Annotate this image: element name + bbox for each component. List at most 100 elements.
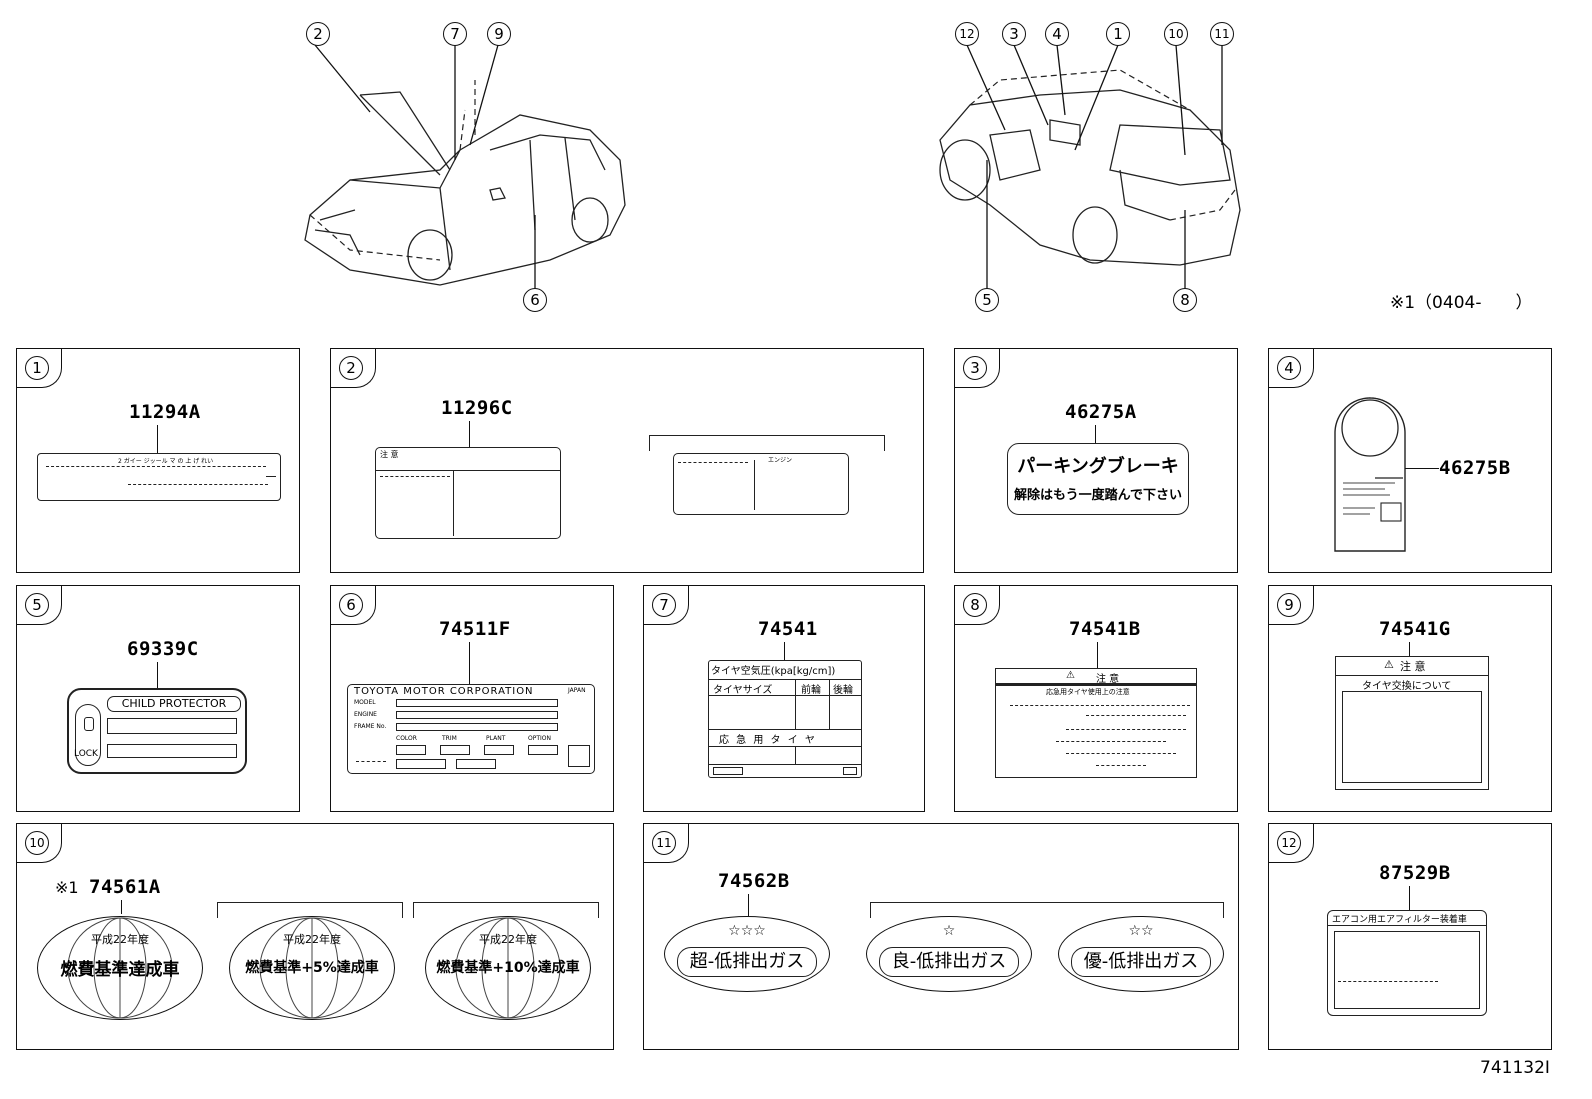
variant-bracket bbox=[217, 902, 403, 918]
label-line-2: 解除はもう一度踏んで下さい bbox=[1014, 488, 1182, 503]
label-74511f: TOYOTA MOTOR CORPORATION JAPAN MODEL ENG… bbox=[347, 684, 595, 774]
leader-line bbox=[1409, 642, 1411, 656]
label-dash bbox=[1096, 765, 1146, 766]
callout-10: 10 bbox=[1164, 22, 1188, 46]
badge-stars: ☆☆ bbox=[1128, 923, 1154, 939]
car-front-drawing bbox=[304, 44, 626, 290]
part-number: 74561A bbox=[89, 876, 161, 898]
panel-number: 4 bbox=[1277, 356, 1301, 380]
badge-stars: ☆☆☆ bbox=[728, 923, 766, 939]
part-number: 74541G bbox=[1379, 618, 1451, 640]
label-dash bbox=[46, 466, 266, 467]
panel-number: 7 bbox=[652, 593, 676, 617]
fuel-economy-badge-1: 平成22年度 燃費基準達成車 bbox=[37, 916, 203, 1020]
label-line bbox=[829, 679, 830, 729]
label-line-1: パーキングブレーキ bbox=[1017, 456, 1179, 477]
field-trim: TRIM bbox=[442, 735, 457, 742]
engine-tag: エンジン bbox=[768, 457, 793, 464]
panel-number: 1 bbox=[25, 356, 49, 380]
part-number: 46275B bbox=[1439, 457, 1511, 479]
leader-line bbox=[784, 642, 786, 660]
callout-11: 11 bbox=[1210, 22, 1234, 46]
applicability-mark: ※1 bbox=[55, 878, 79, 897]
text-area bbox=[1342, 691, 1482, 783]
badge-text: 良-低排出ガス bbox=[879, 947, 1019, 977]
label-dash bbox=[678, 462, 748, 463]
panel-12: 12 87529B エアコン用エアフィルター装着車 bbox=[1268, 823, 1552, 1050]
front-header: 前輪 bbox=[801, 685, 821, 696]
leader-line bbox=[1409, 886, 1411, 910]
callout-8: 8 bbox=[1173, 288, 1197, 312]
label-dash bbox=[1056, 741, 1166, 742]
label-dash bbox=[1066, 753, 1176, 754]
badge-text: 燃費基準+10%達成車 bbox=[436, 960, 580, 976]
car-rear-illustration: 12 3 4 1 10 11 5 8 bbox=[930, 20, 1260, 320]
callout-4: 4 bbox=[1045, 22, 1069, 46]
part-number: 46275A bbox=[1065, 401, 1137, 423]
label-line bbox=[1336, 675, 1488, 676]
panel-tab: 7 bbox=[643, 585, 689, 625]
label-line bbox=[795, 679, 796, 729]
label-dash bbox=[380, 476, 450, 477]
warning-icon: ⚠ bbox=[1066, 670, 1075, 681]
label-box bbox=[107, 744, 237, 758]
badge-text: 超-低排出ガス bbox=[677, 947, 817, 977]
callout-9: 9 bbox=[487, 22, 511, 46]
emission-badge-1: ☆☆☆ 超-低排出ガス bbox=[664, 916, 830, 992]
label-line bbox=[709, 695, 861, 696]
field-box bbox=[568, 745, 590, 767]
tire-size-header: タイヤサイズ bbox=[713, 685, 773, 696]
variant-bracket bbox=[870, 902, 1224, 918]
panel-number: 6 bbox=[339, 593, 363, 617]
label-text: 2 ガイー ジッール マ の 上 げ れい bbox=[118, 458, 214, 465]
variant-bracket bbox=[649, 435, 885, 451]
label-line bbox=[709, 746, 861, 747]
panel-number: 5 bbox=[25, 593, 49, 617]
field-box bbox=[396, 723, 558, 731]
panel-6: 6 74511F TOYOTA MOTOR CORPORATION JAPAN … bbox=[330, 585, 614, 812]
field-box bbox=[528, 745, 558, 755]
lock-symbol: LOCK bbox=[74, 704, 101, 766]
label-11294a: 2 ガイー ジッール マ の 上 げ れい bbox=[37, 453, 281, 501]
part-number: 74562B bbox=[718, 870, 790, 892]
car-front-illustration: 2 7 9 6 bbox=[290, 20, 650, 320]
callout-6: 6 bbox=[523, 288, 547, 312]
field-model: MODEL bbox=[354, 699, 376, 706]
label-11296c-caution: 注 意 bbox=[375, 447, 561, 539]
panel-tab: 8 bbox=[954, 585, 1000, 625]
child-protector-title: CHILD PROTECTOR bbox=[107, 696, 241, 712]
part-number: 74541 bbox=[758, 618, 818, 640]
emission-badge-2: ☆ 良-低排出ガス bbox=[866, 916, 1032, 992]
panel-number: 8 bbox=[963, 593, 987, 617]
badge-stars: ☆ bbox=[942, 923, 956, 939]
emission-badge-3: ☆☆ 優-低排出ガス bbox=[1058, 916, 1224, 992]
part-number: 11296C bbox=[441, 397, 513, 419]
field-box bbox=[484, 745, 514, 755]
fuel-economy-badge-3: 平成22年度 燃費基準+10%達成車 bbox=[425, 916, 591, 1020]
field-engine: ENGINE bbox=[354, 711, 377, 718]
variant-bracket bbox=[413, 902, 599, 918]
label-dash bbox=[356, 761, 386, 762]
panel-8: 8 74541B ⚠ 注 意 応急用タイヤ使用上の注意 bbox=[954, 585, 1238, 812]
title-bar bbox=[996, 683, 1196, 686]
rear-header: 後輪 bbox=[833, 685, 853, 696]
label-line bbox=[453, 470, 454, 536]
panel-11: 11 74562B ☆☆☆ 超-低排出ガス ☆ 良-低排出ガス ☆☆ 優-低排出… bbox=[643, 823, 1239, 1050]
panel-9: 9 74541G ⚠ 注 意 タイヤ交換について bbox=[1268, 585, 1552, 812]
panel-number: 9 bbox=[1277, 593, 1301, 617]
field-box bbox=[396, 711, 558, 719]
badge-year: 平成22年度 bbox=[283, 933, 341, 946]
spare-tire-header: 応 急 用 タ イ ヤ bbox=[719, 735, 817, 746]
caution-subtitle: タイヤ交換について bbox=[1362, 681, 1452, 692]
field-box bbox=[396, 699, 558, 707]
part-number: 87529B bbox=[1379, 862, 1451, 884]
panel-tab: 9 bbox=[1268, 585, 1314, 625]
panel-4: 4 46275B bbox=[1268, 348, 1552, 573]
diagram-code: 741132I bbox=[1480, 1058, 1550, 1078]
field-box bbox=[843, 767, 857, 775]
label-dash bbox=[1066, 729, 1186, 730]
badge-text: 優-低排出ガス bbox=[1071, 947, 1211, 977]
field-box bbox=[440, 745, 470, 755]
part-number: 74541B bbox=[1069, 618, 1141, 640]
panel-tab: 10 bbox=[16, 823, 62, 863]
